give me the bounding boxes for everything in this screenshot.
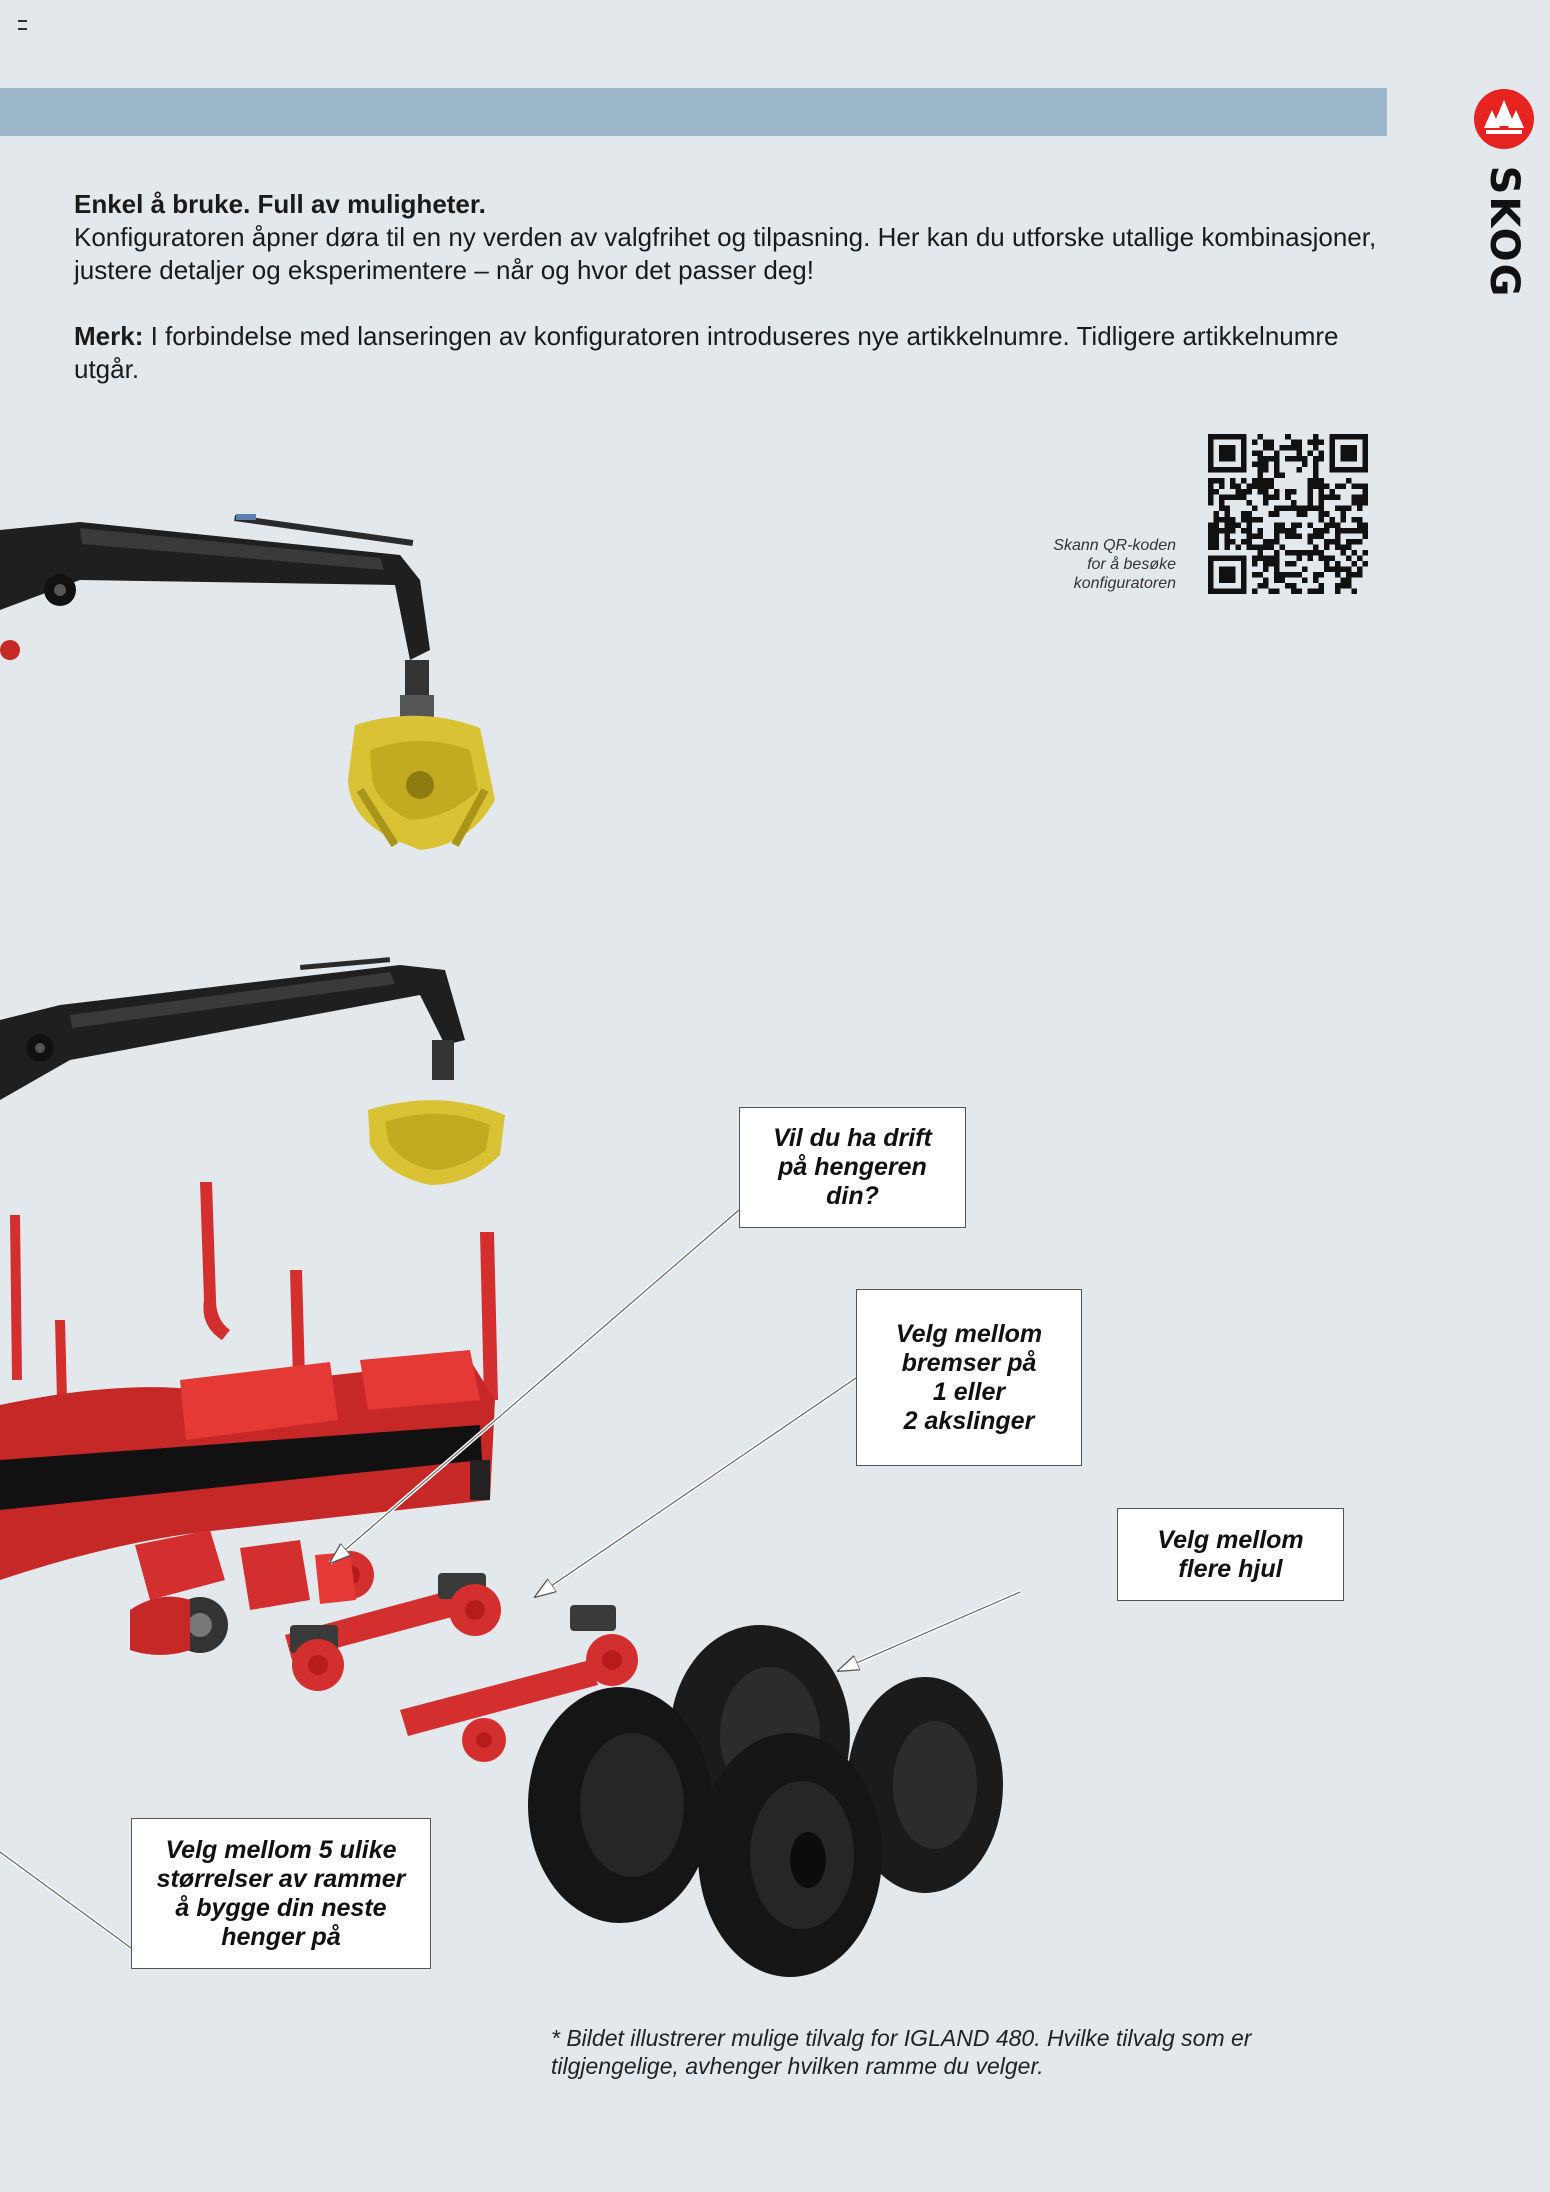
axle-parts — [285, 1573, 638, 1762]
menu-glyph-icon — [18, 20, 27, 30]
intro-section: Enkel å bruke. Full av muligheter. Konfi… — [74, 188, 1394, 386]
brand-block: SKOG — [1464, 86, 1544, 306]
intro-note: Merk: I forbindelse med lanseringen av k… — [74, 320, 1394, 386]
qr-code[interactable] — [1208, 434, 1368, 594]
qr-caption: Skann QR-koden for å besøke konfigurator… — [1053, 537, 1176, 592]
trailer-frame — [0, 1182, 498, 1655]
intro-heading: Enkel å bruke. Full av muligheter. — [74, 189, 486, 219]
tree-logo-icon — [1474, 89, 1534, 149]
note-text: I forbindelse med lanseringen av konfigu… — [74, 321, 1339, 384]
callout-hjul: Velg mellom flere hjul — [1117, 1508, 1344, 1601]
note-label: Merk: — [74, 321, 144, 351]
brand-name: SKOG — [1481, 165, 1527, 299]
callout-leaders — [0, 1208, 1020, 1950]
wheels — [528, 1625, 1003, 1977]
intro-paragraph: Konfiguratoren åpner døra til en ny verd… — [74, 222, 1377, 285]
header-band — [0, 88, 1387, 136]
callout-bremser: Velg mellom bremser på 1 eller 2 aksling… — [856, 1289, 1082, 1466]
footnote: * Bildet illustrerer mulige tilvalg for … — [551, 2025, 1252, 2079]
crane-large — [0, 514, 495, 850]
crane-small — [0, 957, 505, 1185]
trailer-illustration — [0, 514, 1020, 1977]
callout-rammer: Velg mellom 5 ulike størrelser av rammer… — [131, 1818, 431, 1969]
callout-drift: Vil du ha drift på hengeren din? — [739, 1107, 966, 1228]
